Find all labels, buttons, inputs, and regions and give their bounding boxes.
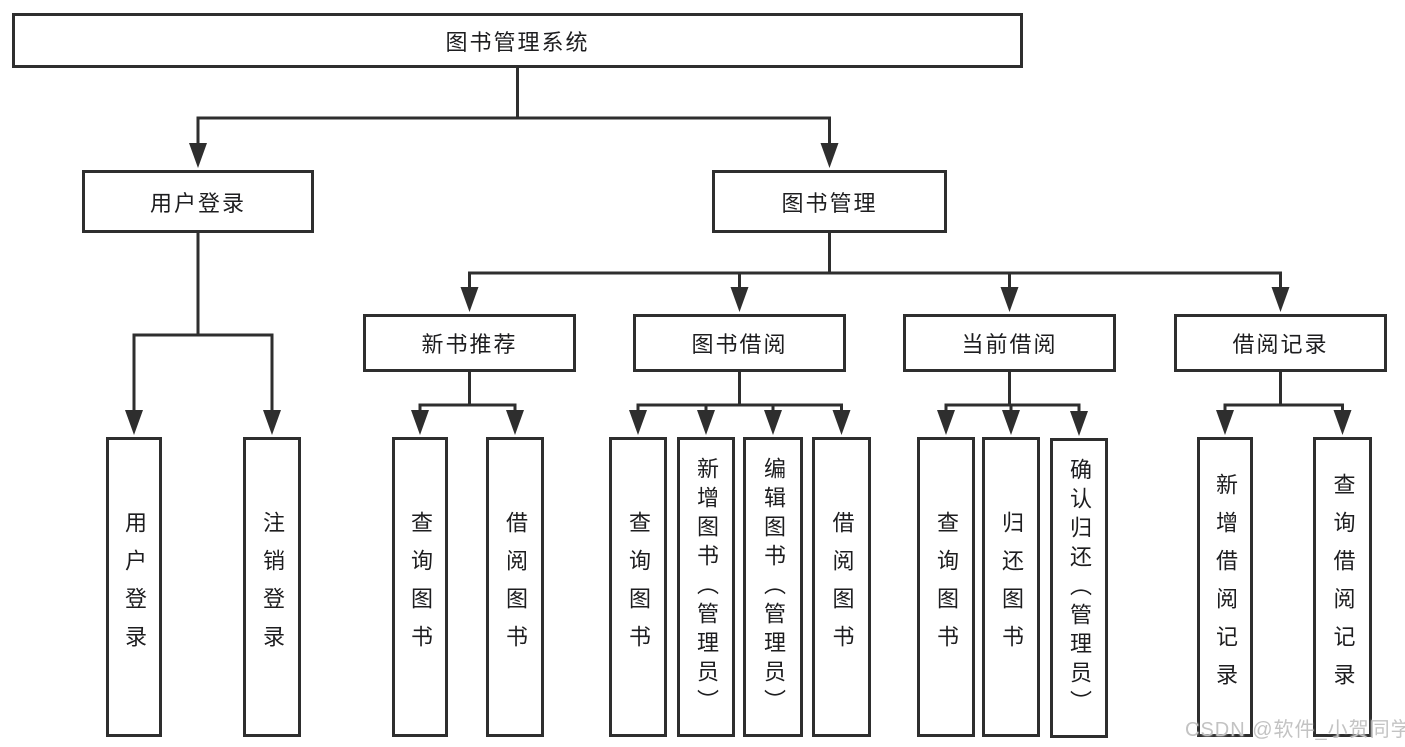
edge-from-root: [189, 67, 839, 168]
edge-from-book-mgmt: [460, 232, 1290, 312]
node-label: 用户登录: [122, 511, 147, 663]
node-label: 查询图书: [934, 511, 959, 663]
arrowhead-icon: [125, 410, 143, 435]
arrowhead-icon: [1333, 410, 1352, 435]
node-label: 新增借阅记录: [1213, 473, 1238, 701]
arrowhead-icon: [832, 410, 851, 435]
node-borrow-books-1: 借阅图书: [486, 437, 544, 737]
node-edit-books-admin: 编辑图书（管理员）: [743, 437, 803, 737]
node-label: 当前借阅: [961, 332, 1058, 357]
node-root: 图书管理系统: [12, 13, 1023, 68]
node-label: 新书推荐: [421, 332, 518, 357]
arrowhead-icon: [1002, 410, 1020, 435]
arrowhead-icon: [506, 410, 524, 435]
node-label: 图书借阅: [691, 332, 788, 357]
arrowhead-icon: [697, 410, 715, 435]
node-borrow-records: 借阅记录: [1174, 314, 1387, 372]
node-label: 查询图书: [408, 511, 433, 663]
arrowhead-icon: [189, 143, 207, 168]
node-label: 图书管理: [781, 190, 878, 216]
node-add-books-admin: 新增图书（管理员）: [677, 437, 735, 737]
node-user-login: 用户登录: [106, 437, 162, 737]
node-label: 查询借阅记录: [1330, 473, 1356, 701]
node-new-book-rec: 新书推荐: [363, 314, 576, 372]
arrowhead-icon: [1216, 410, 1234, 435]
node-query-books-3: 查询图书: [917, 437, 975, 737]
arrowhead-icon: [1070, 411, 1088, 436]
node-label: 借阅图书: [829, 511, 855, 663]
node-label: 图书管理系统: [445, 29, 590, 55]
edge-from-new-book-rec: [411, 371, 524, 435]
node-user-login-group: 用户登录: [82, 170, 314, 233]
edge-from-book-borrow: [629, 371, 851, 435]
node-label: 确认归还（管理员）: [1067, 457, 1092, 719]
watermark: CSDN @软件_小贺同学: [1185, 719, 1405, 741]
arrowhead-icon: [629, 410, 647, 435]
arrowhead-icon: [460, 287, 479, 312]
node-query-books-1: 查询图书: [392, 437, 448, 737]
node-return-books: 归还图书: [982, 437, 1040, 737]
arrowhead-icon: [764, 410, 782, 435]
node-label: 注销登录: [260, 511, 285, 663]
arrowhead-icon: [730, 287, 749, 312]
node-label: 归还图书: [999, 511, 1024, 663]
edge-from-borrow-records: [1216, 371, 1352, 435]
arrowhead-icon: [263, 410, 281, 435]
arrowhead-icon: [937, 410, 955, 435]
node-label: 编辑图书（管理员）: [761, 456, 786, 718]
node-book-borrow: 图书借阅: [633, 314, 846, 372]
edge-from-current-borrow: [937, 371, 1088, 436]
arrowhead-icon: [411, 410, 429, 435]
node-query-borrow-record: 查询借阅记录: [1313, 437, 1372, 737]
node-borrow-books-2: 借阅图书: [812, 437, 871, 737]
node-label: 用户登录: [149, 190, 246, 216]
node-confirm-return-admin: 确认归还（管理员）: [1050, 438, 1108, 738]
node-book-mgmt: 图书管理: [712, 170, 947, 233]
node-label: 借阅图书: [503, 511, 528, 663]
node-label: 新增图书（管理员）: [694, 456, 719, 718]
node-current-borrow: 当前借阅: [903, 314, 1116, 372]
node-query-books-2: 查询图书: [609, 437, 667, 737]
node-label: 借阅记录: [1232, 332, 1329, 357]
arrowhead-icon: [1000, 287, 1019, 312]
arrowhead-icon: [820, 143, 839, 168]
edge-from-user-login-group: [125, 232, 281, 435]
node-logout: 注销登录: [243, 437, 301, 737]
node-label: 查询图书: [626, 511, 651, 663]
node-add-borrow-record: 新增借阅记录: [1197, 437, 1253, 737]
arrowhead-icon: [1271, 287, 1290, 312]
